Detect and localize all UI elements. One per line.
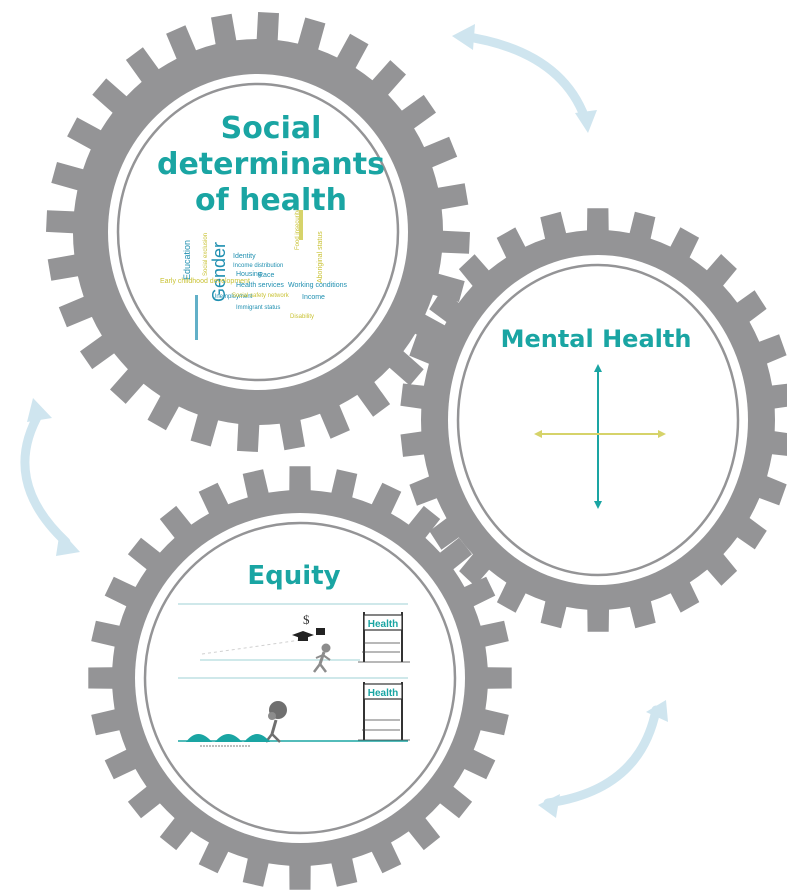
word-cloud-word: Early childhood development [160, 278, 250, 285]
finish-line-bottom: Health [358, 682, 410, 741]
cycle-arrow-top-right [452, 24, 597, 133]
word-cloud-word: Housing [236, 271, 262, 278]
mental-health-title: Mental Health [501, 325, 692, 353]
mental-health-axes [534, 364, 666, 509]
word-cloud-word: Social safety network [232, 293, 290, 299]
word-cloud-word: Food insecurity [295, 209, 301, 250]
word-cloud-bar [195, 295, 198, 340]
word-cloud-word: Gender [209, 242, 229, 302]
social-title-line-3: of health [195, 183, 347, 218]
finish-label-top: Health [368, 619, 399, 630]
word-cloud-word: Aboriginal status [317, 231, 324, 283]
finish-label-bottom: Health [368, 688, 399, 699]
word-cloud-word: Disability [290, 314, 314, 320]
word-cloud-word: Identity [233, 253, 256, 260]
word-cloud-word: Education [182, 240, 192, 280]
equity-illustration: Health Health $ [178, 603, 410, 747]
dollar-sign: $ [303, 612, 310, 627]
gear-mental-health [400, 208, 787, 632]
social-title-line-1: Social [221, 111, 322, 146]
laptop-icon [316, 628, 325, 635]
word-cloud: Gender Education Social exclusion Identi… [160, 209, 348, 340]
finish-line-top: Health [358, 612, 410, 663]
runner-figure [313, 643, 331, 673]
word-cloud-word: Immigrant status [236, 305, 280, 311]
graduation-cap-icon [292, 631, 314, 641]
word-cloud-word: Income [302, 294, 325, 301]
word-cloud-bar [299, 210, 303, 240]
social-title-line-2: determinants [157, 147, 385, 182]
cycle-arrow-bottom-right [538, 700, 668, 818]
hurdles [186, 734, 270, 742]
word-cloud-word: Health services [236, 282, 284, 289]
word-cloud-word: Race [258, 272, 274, 279]
word-cloud-word: Working conditions [288, 282, 348, 289]
gear-social-determinants [46, 12, 470, 452]
word-cloud-word: Income distribution [233, 263, 283, 269]
cycle-arrow-left [20, 398, 80, 556]
word-cloud-word: Social exclusion [203, 233, 209, 276]
equity-title: Equity [247, 561, 340, 591]
word-cloud-word: Unemployment [212, 294, 253, 300]
